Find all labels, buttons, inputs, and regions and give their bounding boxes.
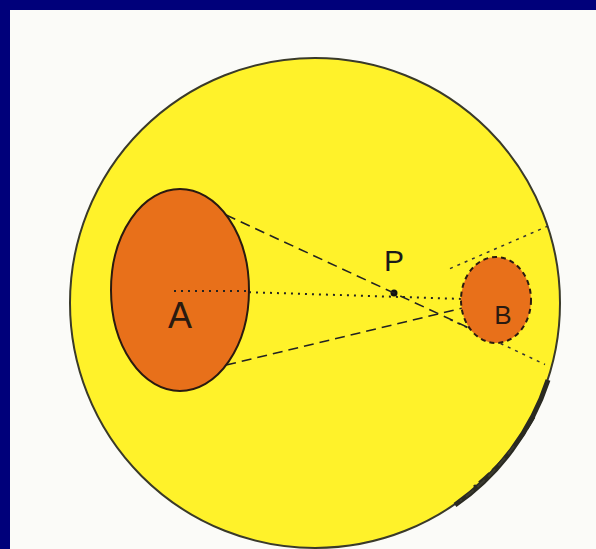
ellipse-outline [110,188,250,392]
ellipse-fill [461,257,531,343]
projection-line [226,215,469,328]
projection-line [226,300,496,365]
shadow-edge [455,380,548,505]
axis-line [249,292,461,299]
shadow-streak [460,446,514,501]
ellipse-fill [111,189,249,391]
ellipse-region: A [110,188,250,392]
region-letter: A [168,298,192,334]
slide-panel [10,10,596,549]
region-letter: B [494,302,511,328]
sphere [70,58,560,548]
shadow-streak [474,417,534,487]
ellipse-outline [460,256,532,344]
axis-line [174,290,248,292]
point-label: P [384,246,404,276]
ellipse-region: B [460,256,532,344]
